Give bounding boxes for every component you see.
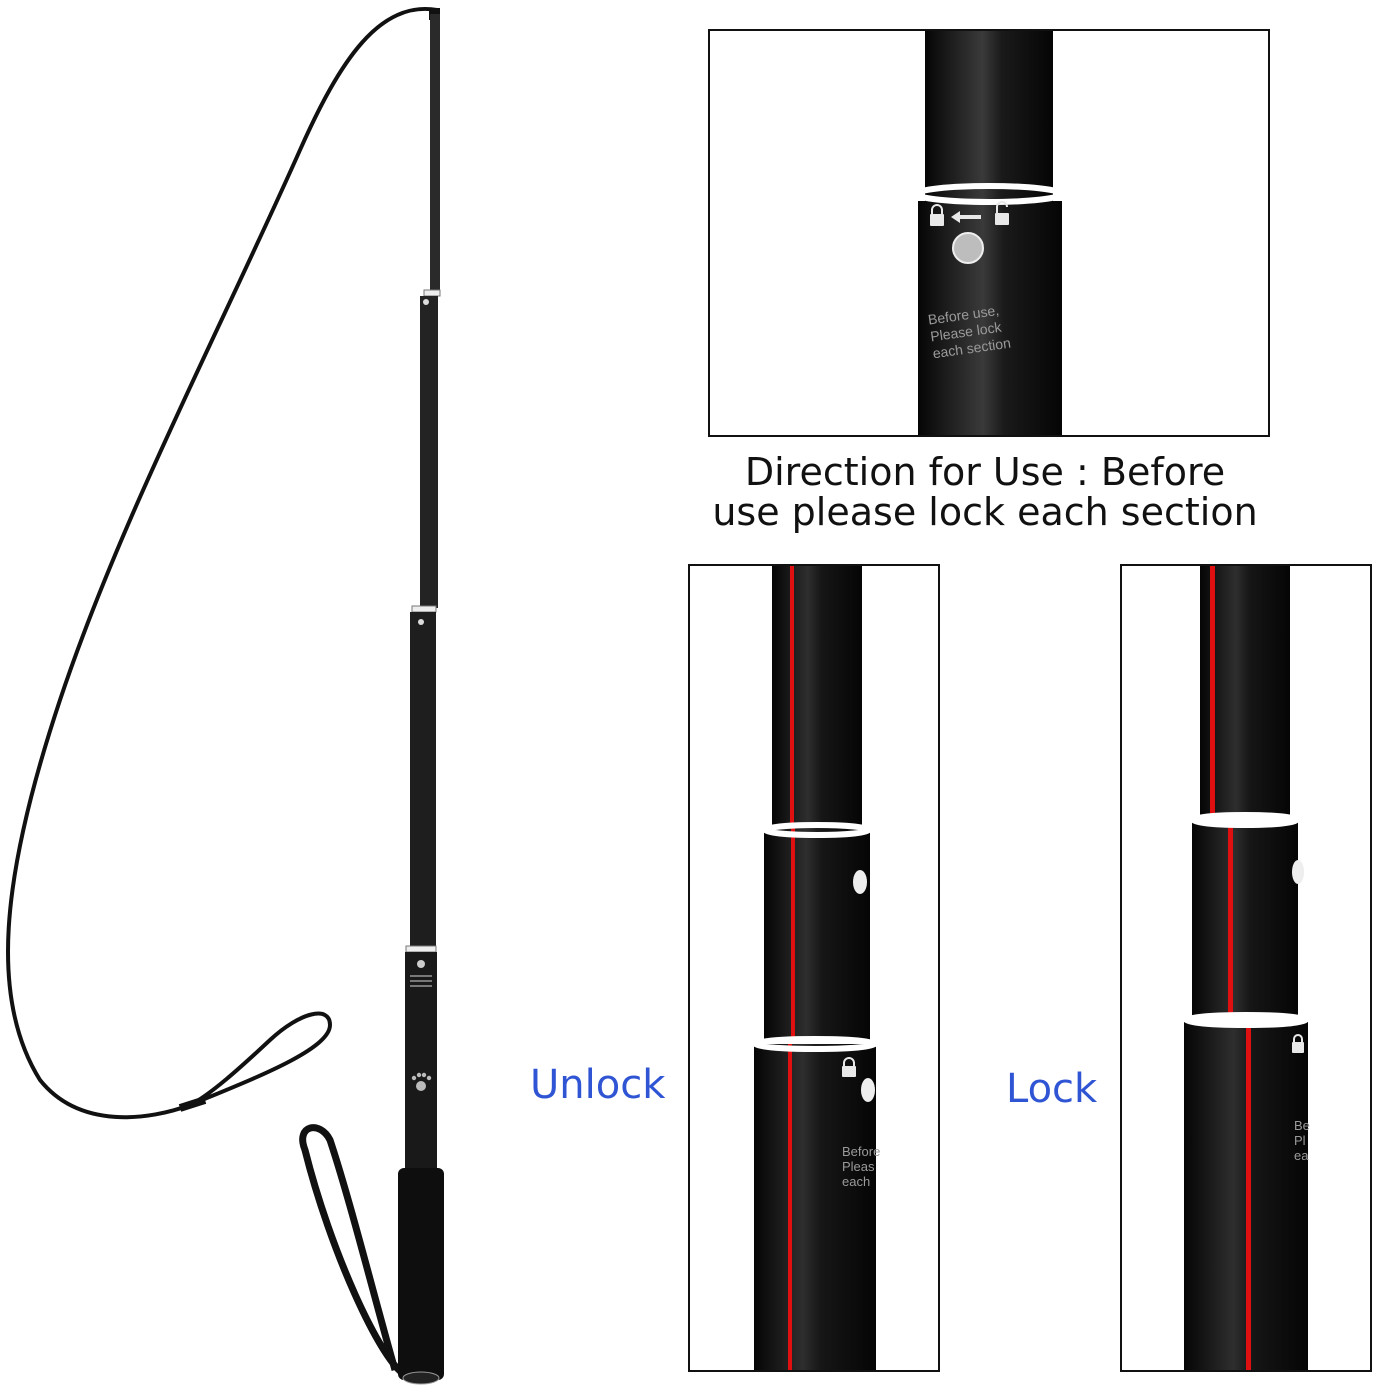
closeup-illustration: Before use, Please lock each section	[914, 31, 1064, 435]
stick-segment-3	[410, 612, 436, 948]
lock-closeup-panel: Be Pl ea	[1120, 564, 1372, 1372]
print-fragment-3: each	[842, 1174, 870, 1189]
lock-label: Lock	[1006, 1066, 1098, 1112]
string-small-loop	[189, 1011, 333, 1107]
stick-segment-4	[405, 952, 437, 1172]
button-hole	[861, 1078, 875, 1102]
lock-button	[952, 232, 984, 264]
unlock-icon	[995, 201, 1009, 225]
instruction-caption: Direction for Use : Before use please lo…	[690, 452, 1280, 532]
unlock-label: Unlock	[530, 1062, 666, 1108]
full-stick-illustration	[5, 6, 444, 1385]
print-fragment-3: ea	[1294, 1148, 1309, 1163]
lock-icon	[1292, 1034, 1304, 1053]
lock-icon	[930, 204, 944, 226]
caption-line-1: Direction for Use : Before	[744, 450, 1226, 494]
caption-line-2: use please lock each section	[712, 490, 1258, 534]
indicator-line-middle	[1228, 822, 1233, 1018]
lock-icon	[842, 1057, 856, 1077]
stick-segment-2	[420, 296, 438, 608]
wrist-strap	[299, 1124, 408, 1378]
print-fragment-2: Pl	[1294, 1133, 1306, 1148]
stick-handle	[398, 1168, 444, 1380]
lock-instruction-closeup-panel: Before use, Please lock each section	[708, 29, 1270, 437]
unlock-closeup-panel: Before Pleas each	[688, 564, 940, 1372]
string-cord	[5, 6, 438, 1120]
indicator-line-top	[790, 566, 794, 828]
indicator-line-top	[1210, 566, 1215, 818]
button-hole	[1292, 860, 1304, 884]
paw-print-icon	[411, 1072, 432, 1091]
print-fragment-1: Be	[1294, 1118, 1310, 1133]
indicator-line-middle	[791, 828, 795, 1040]
print-fragment-2: Pleas	[842, 1159, 875, 1174]
lock-illustration: Be Pl ea	[1183, 566, 1310, 1370]
stick-segment-1	[430, 14, 440, 294]
unlock-illustration: Before Pleas each	[752, 566, 880, 1370]
button-hole	[853, 870, 867, 894]
indicator-line-bottom	[788, 1044, 792, 1370]
print-fragment-1: Before	[842, 1144, 880, 1159]
arrow-left-icon	[951, 211, 981, 223]
indicator-line-bottom	[1246, 1022, 1251, 1370]
